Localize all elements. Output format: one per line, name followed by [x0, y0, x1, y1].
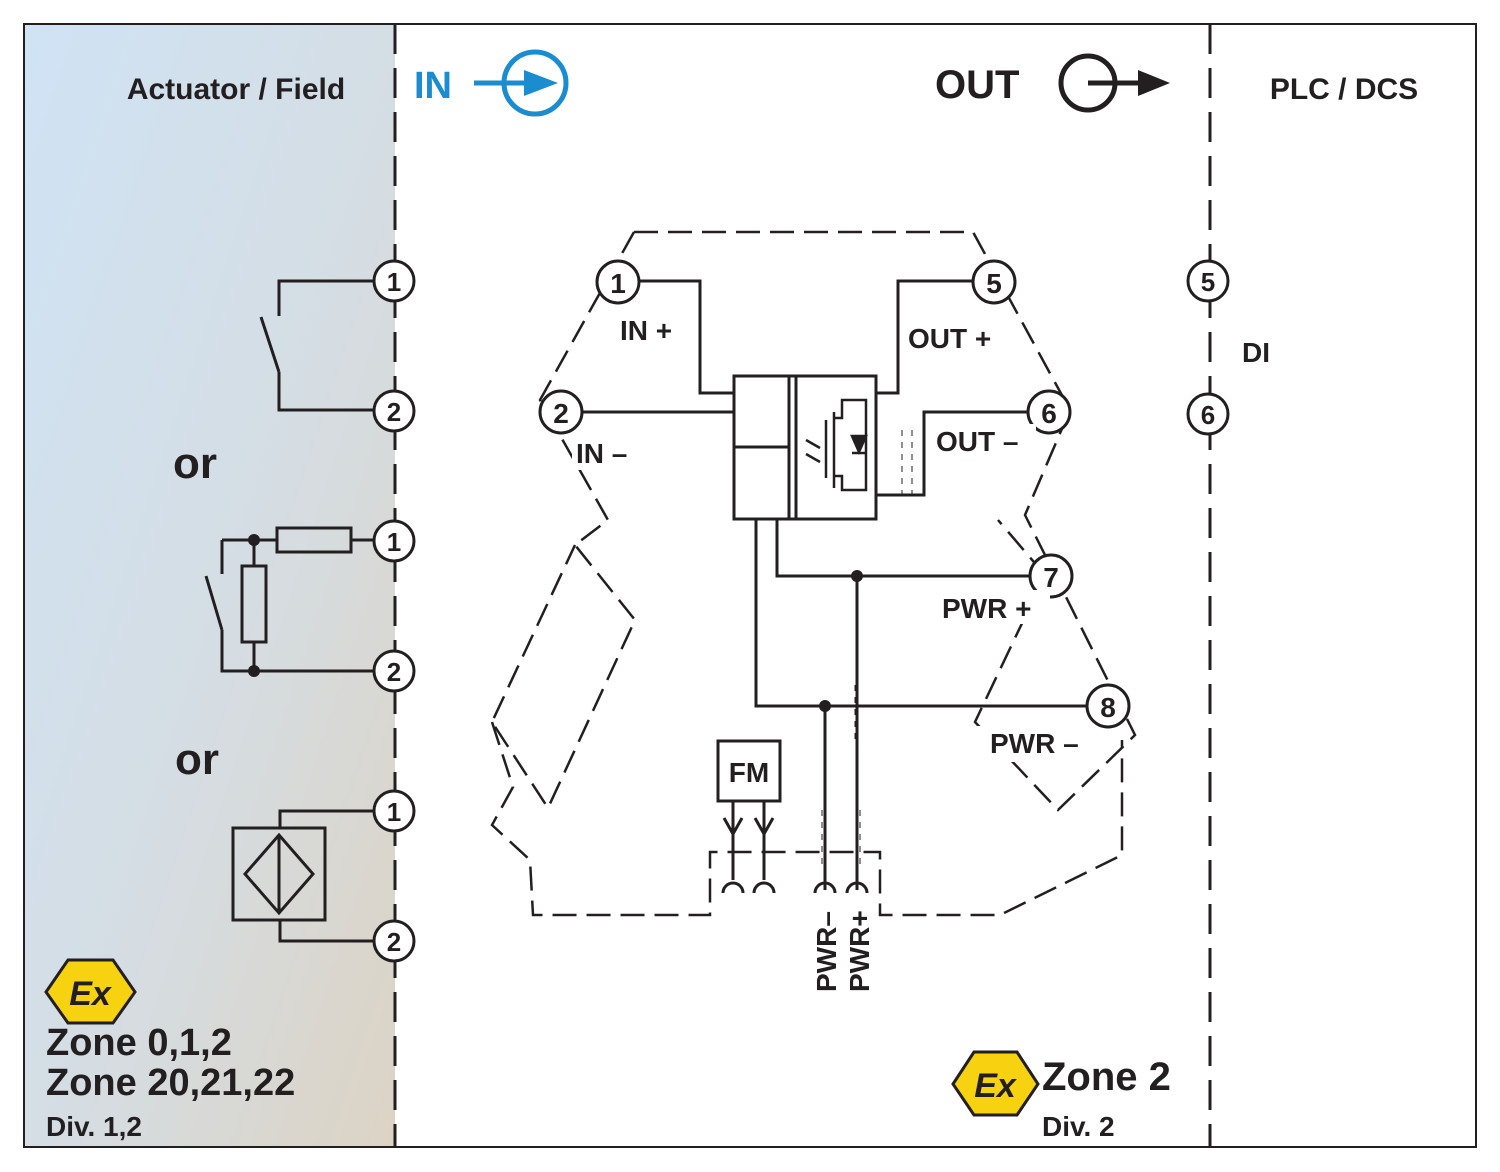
- internal-wiring: [580, 279, 1087, 880]
- label-out-plus: OUT +: [908, 323, 991, 354]
- module-terminal-2: 2: [538, 389, 584, 435]
- ex-safe-icon: Ex: [951, 1050, 1040, 1117]
- svg-text:5: 5: [1201, 267, 1215, 297]
- module-terminal-6: 6: [1026, 389, 1072, 435]
- svg-text:Ex: Ex: [69, 975, 113, 1013]
- header-out: OUT: [935, 63, 1019, 107]
- plc-terminal-5: 5: [1186, 259, 1230, 303]
- field-proximity-sensor: [231, 809, 373, 943]
- svg-text:8: 8: [1100, 692, 1116, 723]
- header-field: Actuator / Field: [127, 73, 345, 106]
- plc-di-label: DI: [1242, 337, 1270, 368]
- in-arrow-icon: [474, 49, 569, 117]
- field-terminal-1c: 1: [372, 789, 416, 833]
- label-pwr-plus: PWR +: [942, 593, 1031, 624]
- svg-text:1: 1: [387, 267, 401, 297]
- svg-text:1: 1: [387, 797, 401, 827]
- svg-text:2: 2: [387, 397, 401, 427]
- plc-terminal-6: 6: [1186, 392, 1230, 436]
- or-label-1: or: [173, 439, 217, 488]
- hazard-div: Div. 1,2: [46, 1111, 142, 1142]
- outer-frame: [23, 23, 1477, 1148]
- field-terminal-2b: 2: [372, 649, 416, 693]
- module-terminal-8: 8: [1085, 683, 1131, 729]
- fm-label: FM: [729, 757, 769, 788]
- hazard-zone-1: Zone 0,1,2: [46, 1022, 232, 1064]
- label-in-minus: IN –: [576, 438, 627, 469]
- field-terminal-1b: 1: [372, 519, 416, 563]
- svg-text:6: 6: [1041, 398, 1057, 429]
- bus-pwr-minus-label: PWR–: [811, 911, 842, 992]
- label-pwr-minus: PWR –: [990, 728, 1079, 759]
- field-terminal-2a: 2: [372, 389, 416, 433]
- hazard-zone-2: Zone 20,21,22: [46, 1062, 295, 1104]
- out-arrow-icon: [1058, 53, 1170, 113]
- svg-text:2: 2: [387, 657, 401, 687]
- svg-text:7: 7: [1043, 562, 1059, 593]
- svg-text:5: 5: [986, 268, 1002, 299]
- junction-dot: [819, 700, 831, 712]
- svg-text:1: 1: [610, 268, 626, 299]
- module-label-slot: [821, 430, 913, 870]
- ex-hazard-icon: Ex: [44, 958, 137, 1025]
- svg-text:1: 1: [387, 527, 401, 557]
- or-label-2: or: [175, 735, 219, 784]
- fm-block: [716, 739, 782, 803]
- svg-text:2: 2: [387, 927, 401, 957]
- svg-text:Ex: Ex: [974, 1067, 1018, 1105]
- junction-dot: [248, 665, 260, 677]
- junction-dot: [851, 570, 863, 582]
- svg-text:6: 6: [1201, 400, 1215, 430]
- module-terminal-5: 5: [971, 259, 1017, 305]
- safe-div: Div. 2: [1042, 1111, 1115, 1142]
- label-out-minus: OUT –: [936, 426, 1018, 457]
- field-terminal-2c: 2: [372, 919, 416, 963]
- header-plc: PLC / DCS: [1270, 73, 1418, 106]
- fm-arrows-icon: [722, 801, 775, 880]
- safe-zone: Zone 2: [1042, 1055, 1171, 1099]
- bus-pwr-plus-label: PWR+: [844, 910, 875, 992]
- optocoupler-icon: [805, 398, 868, 492]
- label-in-plus: IN +: [620, 315, 672, 346]
- field-switch-contact: [259, 279, 373, 412]
- junction-dot: [248, 534, 260, 546]
- bus-connector-icons: [721, 880, 869, 894]
- svg-text:2: 2: [553, 398, 569, 429]
- field-terminal-1a: 1: [372, 259, 416, 303]
- header-in: IN: [414, 65, 452, 107]
- module-terminal-1: 1: [595, 259, 641, 305]
- module-terminal-7: 7: [1028, 553, 1074, 599]
- isolation-block: [732, 374, 878, 521]
